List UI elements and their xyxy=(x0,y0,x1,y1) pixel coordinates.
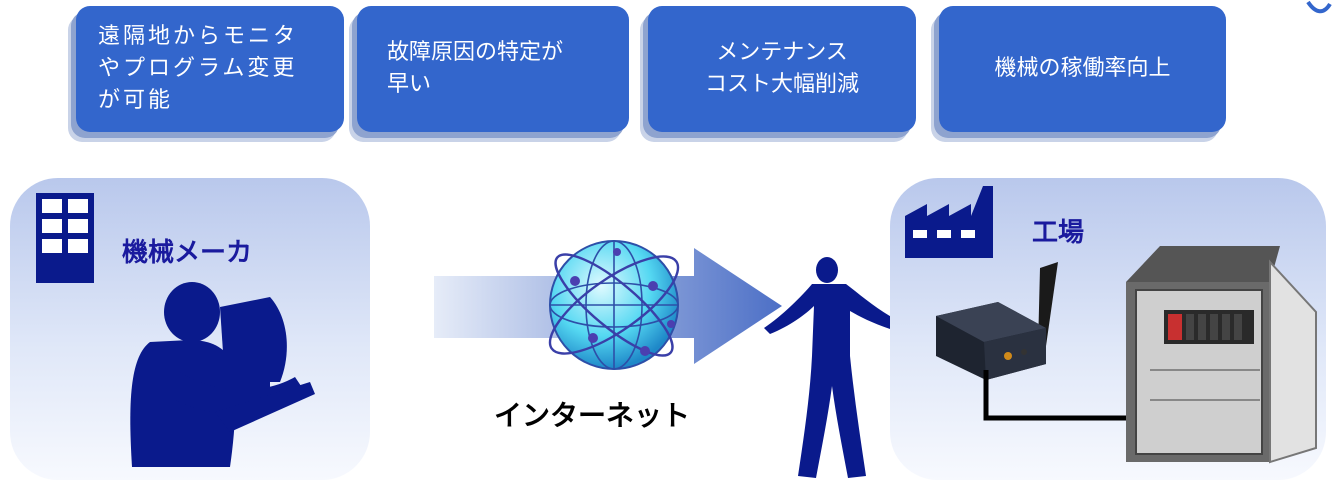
benefit-text: 故障原因の特定が 早い xyxy=(387,40,564,97)
benefit-box-uptime: 機械の稼働率向上 xyxy=(939,6,1226,132)
benefit-text: 遠隔地からモニタ やプログラム変更 が可能 xyxy=(98,24,299,113)
benefit-box-maintenance-cost: メンテナンス コスト大幅削減 xyxy=(648,6,916,132)
benefit-text: メンテナンス コスト大幅削減 xyxy=(704,40,859,97)
benefit-text: 機械の稼働率向上 xyxy=(994,56,1171,82)
benefit-box-remote-monitoring: 遠隔地からモニタ やプログラム変更 が可能 xyxy=(76,6,344,132)
benefit-box-fault-identification: 故障原因の特定が 早い xyxy=(357,6,629,132)
factory-label: 工場 xyxy=(1032,218,1085,248)
machine-maker-label: 機械メーカ xyxy=(122,238,253,268)
corner-arrow-icon xyxy=(1306,0,1332,14)
internet-label: インターネット xyxy=(494,399,691,432)
remote-gateway-device xyxy=(936,262,1058,380)
factory-building-icon xyxy=(905,186,993,258)
person-silhouette-icon xyxy=(764,257,910,478)
office-building-icon xyxy=(36,193,94,283)
globe-network-icon xyxy=(548,240,680,370)
engineer-at-computer-icon xyxy=(130,282,315,467)
control-cabinet xyxy=(1126,246,1317,464)
